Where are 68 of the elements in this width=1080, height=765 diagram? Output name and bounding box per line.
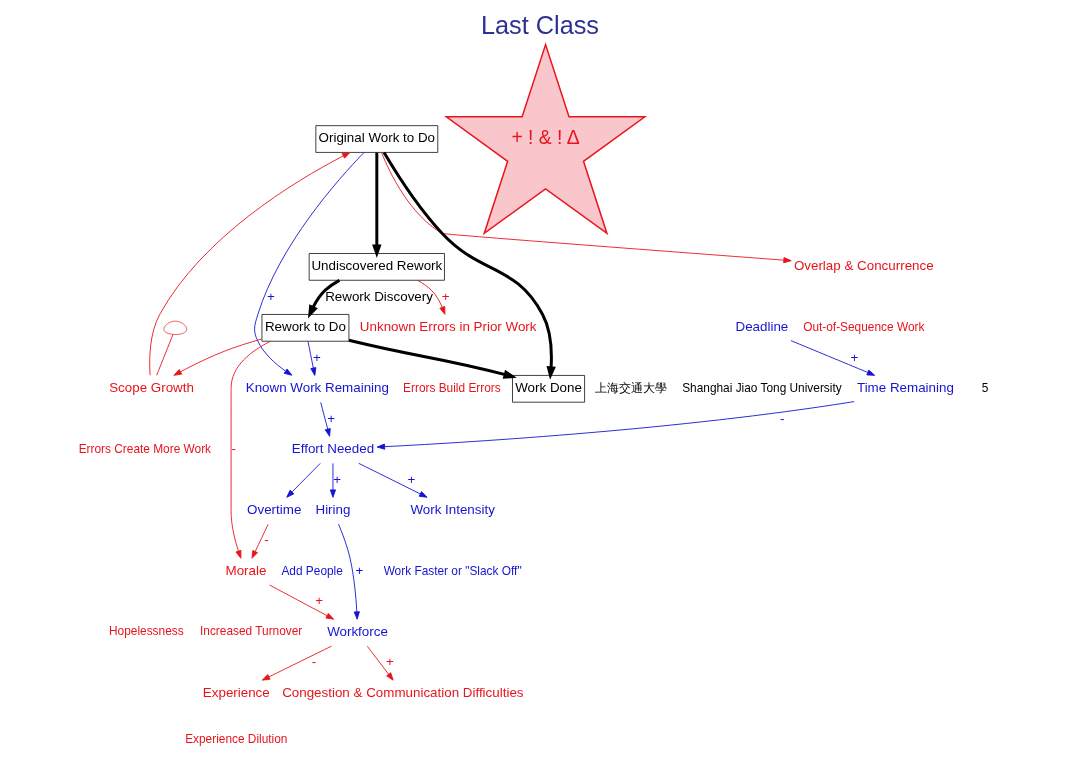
edge-label: + [315, 593, 324, 609]
label: Errors Build Errors [403, 380, 501, 395]
arrow [269, 584, 335, 620]
arrow [338, 523, 360, 620]
arrow [382, 151, 556, 380]
node-text: Time Remaining [856, 380, 954, 396]
node-text: Unknown Errors in Prior Work [359, 319, 537, 335]
node-text: Overlap & Concurrence [793, 258, 934, 274]
label: Experience Dilution [185, 732, 288, 747]
node-text: Morale [225, 562, 267, 578]
diagram-title: Last Class [481, 11, 599, 40]
node-text: Effort Needed [291, 441, 375, 457]
node-cloud [163, 320, 188, 335]
label: Increased Turnover [200, 624, 303, 639]
edge-label: - [311, 654, 317, 670]
edge-label: + [407, 471, 416, 487]
node-text: Scope Growth [109, 380, 194, 396]
arrow [320, 402, 331, 437]
arrow [307, 279, 341, 319]
node-text: Experience [202, 684, 270, 700]
arrow [366, 645, 394, 681]
edge-label: - [264, 532, 269, 548]
edge-label: + [333, 471, 341, 487]
edge-label: + [327, 410, 335, 426]
edge-label: + [441, 288, 450, 304]
edge-label: - [780, 410, 785, 426]
arrow [149, 152, 351, 376]
node-box: Work Done [512, 375, 585, 403]
arrow [348, 338, 517, 379]
label: Errors Create More Work [78, 441, 212, 456]
edge-label: + [850, 349, 859, 365]
arrow [376, 401, 855, 450]
arrow [251, 523, 269, 559]
edge-label: + [385, 654, 394, 670]
node-text: Deadline [735, 319, 789, 335]
arrow [381, 152, 792, 264]
arrow [417, 279, 446, 315]
label: Hopelessness [109, 624, 184, 639]
arrow [372, 152, 382, 258]
arrow [173, 338, 263, 376]
arrow [254, 152, 365, 376]
arrow [307, 341, 317, 376]
node-text: Work Intensity [410, 502, 495, 517]
node-text: Workforce [327, 623, 388, 639]
label: Shanghai Jiao Tong University [682, 380, 842, 395]
arrow [261, 645, 332, 681]
connector [156, 334, 174, 376]
arrow [790, 340, 876, 376]
node-text: Congestion & Communication Difficulties [282, 684, 524, 700]
node-text: Hiring [315, 502, 351, 517]
node-box: Undiscovered Rework [308, 253, 445, 281]
arrow [329, 462, 336, 498]
edge-label: + [313, 349, 321, 365]
edge-label: + [266, 288, 275, 304]
label: Work Faster or "Slack Off" [383, 563, 522, 578]
edge-label: + [355, 562, 364, 578]
arrow [358, 462, 428, 498]
node-box: Rework to Do [261, 314, 350, 342]
label: Out-of-Sequence Work [803, 319, 925, 334]
label: 5 [981, 380, 989, 395]
edge-label: - [231, 441, 236, 457]
node-box: Original Work to Do [315, 125, 439, 153]
arrow [286, 462, 321, 498]
arrow [230, 340, 272, 559]
node-text: Overtime [247, 502, 302, 517]
edge-label: Rework Discovery [325, 288, 433, 304]
node-text: Known Work Remaining [245, 380, 389, 396]
label: Add People [281, 563, 343, 578]
